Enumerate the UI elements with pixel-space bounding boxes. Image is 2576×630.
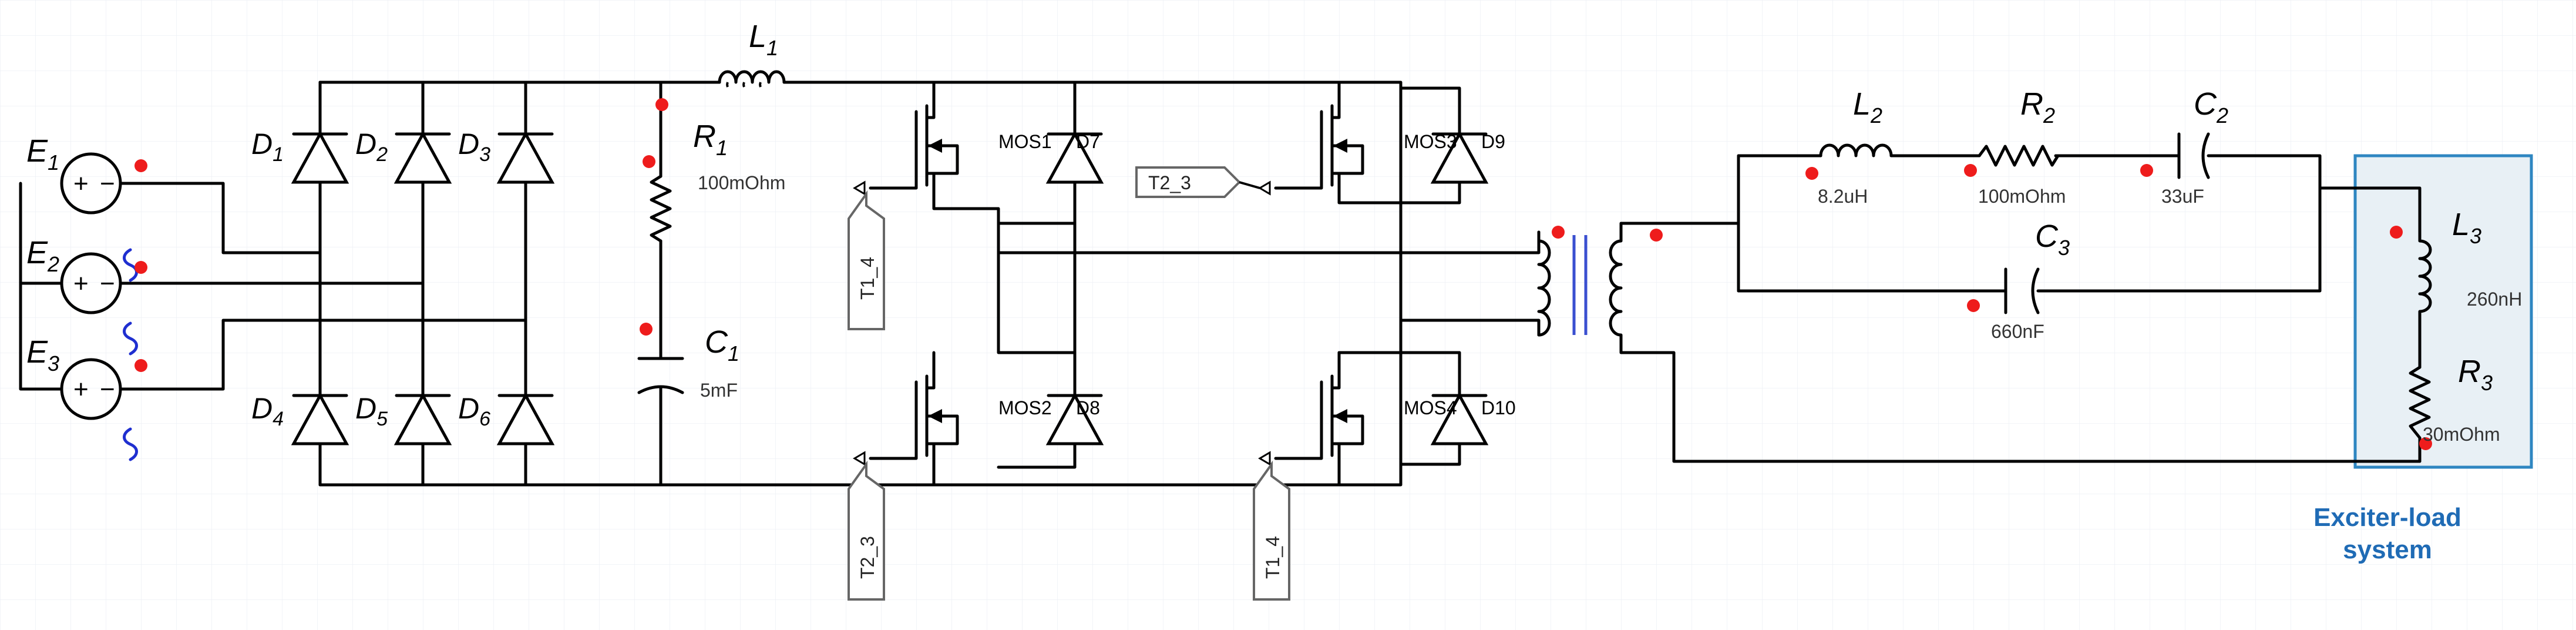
gate-tag-t2-3-top[interactable] bbox=[1135, 166, 1260, 198]
label-d4: D4 bbox=[251, 392, 284, 430]
exciter-caption-line2: system bbox=[2343, 535, 2432, 564]
resistor-r3[interactable] bbox=[2409, 366, 2431, 440]
resistor-r2[interactable] bbox=[1978, 145, 2060, 167]
diode-d5[interactable] bbox=[394, 392, 452, 445]
svg-text:+: + bbox=[73, 169, 89, 198]
mosfet-mos3[interactable] bbox=[1258, 98, 1364, 196]
label-l1: L1 bbox=[749, 19, 778, 60]
label-d2: D2 bbox=[355, 128, 388, 166]
label-d5: D5 bbox=[355, 392, 388, 430]
label-e1: E1 bbox=[26, 133, 59, 175]
label-c3: C3 bbox=[2035, 219, 2070, 260]
svg-text:+: + bbox=[73, 269, 89, 298]
svg-text:+: + bbox=[73, 375, 89, 404]
label-d1: D1 bbox=[251, 128, 284, 166]
label-r1: R1 bbox=[693, 119, 728, 160]
label-r3: R3 bbox=[2458, 354, 2493, 395]
diode-d9[interactable] bbox=[1399, 86, 1489, 205]
label-mos2: MOS2 bbox=[998, 397, 1052, 418]
label-l2: L2 bbox=[1853, 86, 1882, 128]
label-d7: D7 bbox=[1076, 131, 1100, 152]
label-t1-4-left: T1_4 bbox=[857, 257, 878, 300]
label-c2: C2 bbox=[2194, 86, 2228, 128]
label-r2: R2 bbox=[2020, 86, 2055, 128]
gate-tag-t1-4-left[interactable] bbox=[848, 190, 885, 330]
label-d6: D6 bbox=[458, 392, 490, 430]
label-e2: E2 bbox=[26, 235, 59, 276]
probe-markers bbox=[134, 98, 2432, 450]
exciter-caption-line1: Exciter-load bbox=[2313, 503, 2461, 532]
label-mos3: MOS3 bbox=[1404, 131, 1457, 152]
diode-d8[interactable] bbox=[1045, 392, 1104, 445]
resistor-r1[interactable] bbox=[650, 175, 672, 243]
label-l3: L3 bbox=[2452, 207, 2481, 248]
label-t2-3-bottom: T2_3 bbox=[857, 536, 878, 579]
label-c1: C1 bbox=[705, 324, 739, 366]
value-c3: 660nF bbox=[1991, 321, 2044, 342]
mosfet-mos2[interactable] bbox=[853, 368, 959, 466]
ac-tilde-icon bbox=[123, 427, 138, 461]
inductor-l2[interactable] bbox=[1819, 143, 1893, 158]
source-e2[interactable]: + − bbox=[60, 252, 122, 314]
gate-tag-t2-3-bottom[interactable] bbox=[848, 460, 885, 601]
capacitor-c2[interactable] bbox=[2177, 132, 2210, 179]
inductor-l3[interactable] bbox=[2418, 230, 2432, 316]
mosfet-mos1[interactable] bbox=[853, 98, 959, 196]
diode-d1[interactable] bbox=[291, 130, 349, 184]
svg-text:−: − bbox=[100, 269, 115, 298]
ac-tilde-icon bbox=[123, 321, 138, 356]
value-l3: 260nH bbox=[2467, 289, 2522, 310]
mosfet-mos4[interactable] bbox=[1258, 368, 1364, 466]
source-e1[interactable]: + − bbox=[60, 152, 122, 215]
transformer[interactable] bbox=[1537, 230, 1623, 343]
label-mos1: MOS1 bbox=[998, 131, 1052, 152]
diode-d7[interactable] bbox=[1045, 130, 1104, 184]
source-e3[interactable]: + − bbox=[60, 358, 122, 420]
exciter-load-box[interactable] bbox=[2353, 154, 2533, 469]
inductor-l1[interactable] bbox=[718, 70, 786, 88]
label-e3: E3 bbox=[26, 334, 59, 376]
label-t2-3-top: T2_3 bbox=[1148, 172, 1191, 193]
value-r1: 100mOhm bbox=[698, 172, 785, 193]
value-c2: 33uF bbox=[2161, 186, 2204, 207]
value-r3: 30mOhm bbox=[2423, 424, 2500, 445]
label-d8: D8 bbox=[1076, 397, 1100, 418]
label-d10: D10 bbox=[1481, 397, 1516, 418]
diode-d2[interactable] bbox=[394, 130, 452, 184]
label-d9: D9 bbox=[1481, 131, 1505, 152]
capacitor-c3[interactable] bbox=[2004, 267, 2040, 314]
value-l2: 8.2uH bbox=[1818, 186, 1868, 207]
value-c1: 5mF bbox=[700, 380, 738, 401]
value-r2: 100mOhm bbox=[1978, 186, 2066, 207]
label-mos4: MOS4 bbox=[1404, 397, 1457, 418]
diode-d3[interactable] bbox=[496, 130, 555, 184]
capacitor-c1[interactable] bbox=[637, 357, 684, 394]
svg-text:−: − bbox=[100, 169, 115, 198]
svg-text:−: − bbox=[100, 375, 115, 404]
label-d3: D3 bbox=[458, 128, 490, 166]
diode-d4[interactable] bbox=[291, 392, 349, 445]
label-t1-4-bottom: T1_4 bbox=[1262, 536, 1283, 579]
gate-tag-t1-4-bottom[interactable] bbox=[1253, 460, 1290, 601]
diode-d10[interactable] bbox=[1399, 351, 1489, 466]
diode-d6[interactable] bbox=[496, 392, 555, 445]
ac-tilde-icon bbox=[123, 248, 138, 282]
